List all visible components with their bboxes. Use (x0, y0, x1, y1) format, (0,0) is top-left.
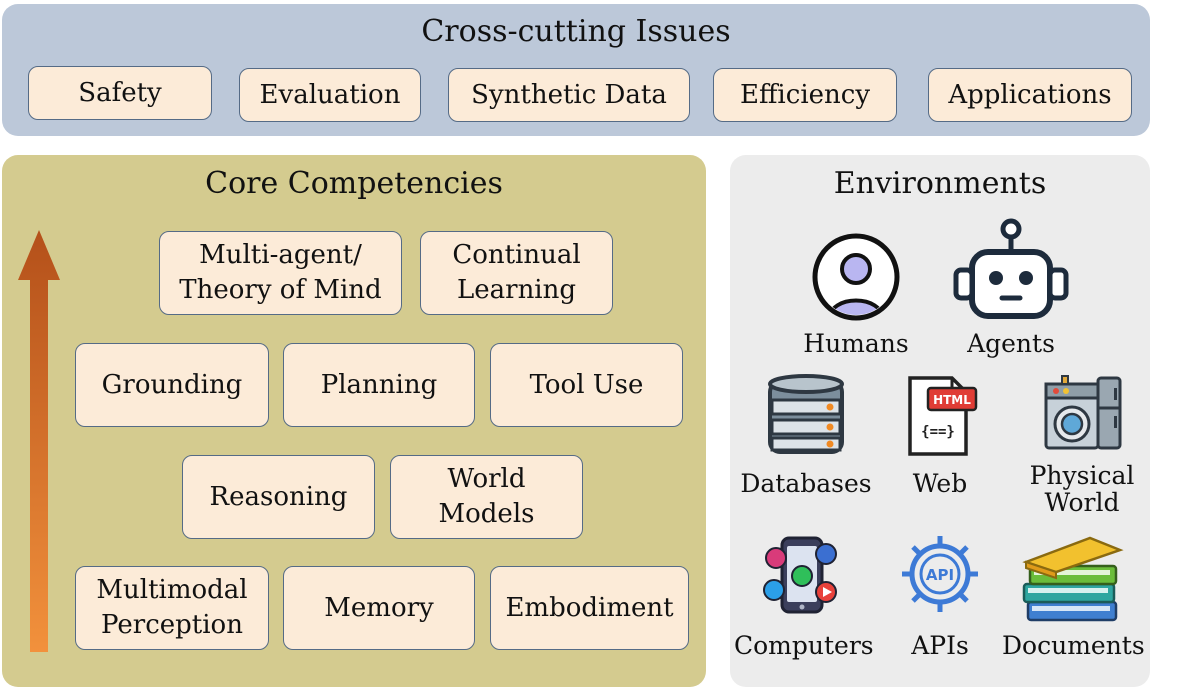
box-grounding: Grounding (75, 343, 269, 427)
box-embodiment: Embodiment (490, 566, 689, 650)
environments-title: Environments (833, 166, 1047, 201)
env-label-web: Web (912, 469, 968, 498)
env-documents: Documents (1002, 532, 1145, 660)
env-physical-world: Physical World (1020, 374, 1144, 516)
box-planning: Planning (283, 343, 475, 427)
web-icon-code: {==} (921, 424, 955, 440)
env-label-agents: Agents (967, 329, 1055, 358)
env-web: HTML {==} Web (890, 374, 990, 497)
box-multi-agent-theory-of-mind: Multi-agent/ Theory of Mind (159, 231, 402, 315)
core-competencies-title: Core Competencies (205, 166, 503, 201)
box-applications: Applications (928, 68, 1132, 122)
env-agents: Agents (946, 218, 1076, 357)
box-safety: Safety (28, 66, 212, 120)
upward-arrow (18, 230, 60, 652)
env-computers: Computers (734, 532, 874, 660)
box-evaluation: Evaluation (239, 68, 421, 122)
api-gear-icon: API (902, 536, 978, 612)
smartphone-apps-icon (763, 536, 837, 614)
box-tool-use: Tool Use (490, 343, 683, 427)
api-icon-text: API (926, 566, 954, 584)
env-databases: Databases (740, 374, 872, 497)
box-world-models: World Models (390, 455, 583, 539)
env-label-databases: Databases (740, 469, 872, 498)
env-label-physical-world: Physical World (1029, 461, 1135, 517)
env-humans: Humans (796, 232, 916, 357)
box-synthetic-data: Synthetic Data (448, 68, 690, 122)
box-efficiency: Efficiency (713, 68, 897, 122)
env-label-documents: Documents (1002, 631, 1145, 660)
box-multimodal-perception: Multimodal Perception (75, 566, 269, 650)
cross-cutting-title: Cross-cutting Issues (421, 14, 731, 49)
box-continual-learning: Continual Learning (420, 231, 613, 315)
env-apis: API APIs (890, 532, 990, 659)
person-icon (812, 233, 900, 321)
env-label-computers: Computers (734, 631, 874, 660)
robot-icon (953, 218, 1069, 319)
html-document-icon: HTML {==} (908, 376, 978, 456)
env-label-apis: APIs (911, 631, 969, 660)
web-icon-text: HTML (933, 393, 971, 407)
database-icon (768, 374, 844, 454)
box-reasoning: Reasoning (182, 455, 375, 539)
box-memory: Memory (283, 566, 475, 650)
appliances-icon (1044, 375, 1122, 450)
env-label-humans: Humans (803, 329, 909, 358)
book-stack-icon (1022, 536, 1124, 622)
